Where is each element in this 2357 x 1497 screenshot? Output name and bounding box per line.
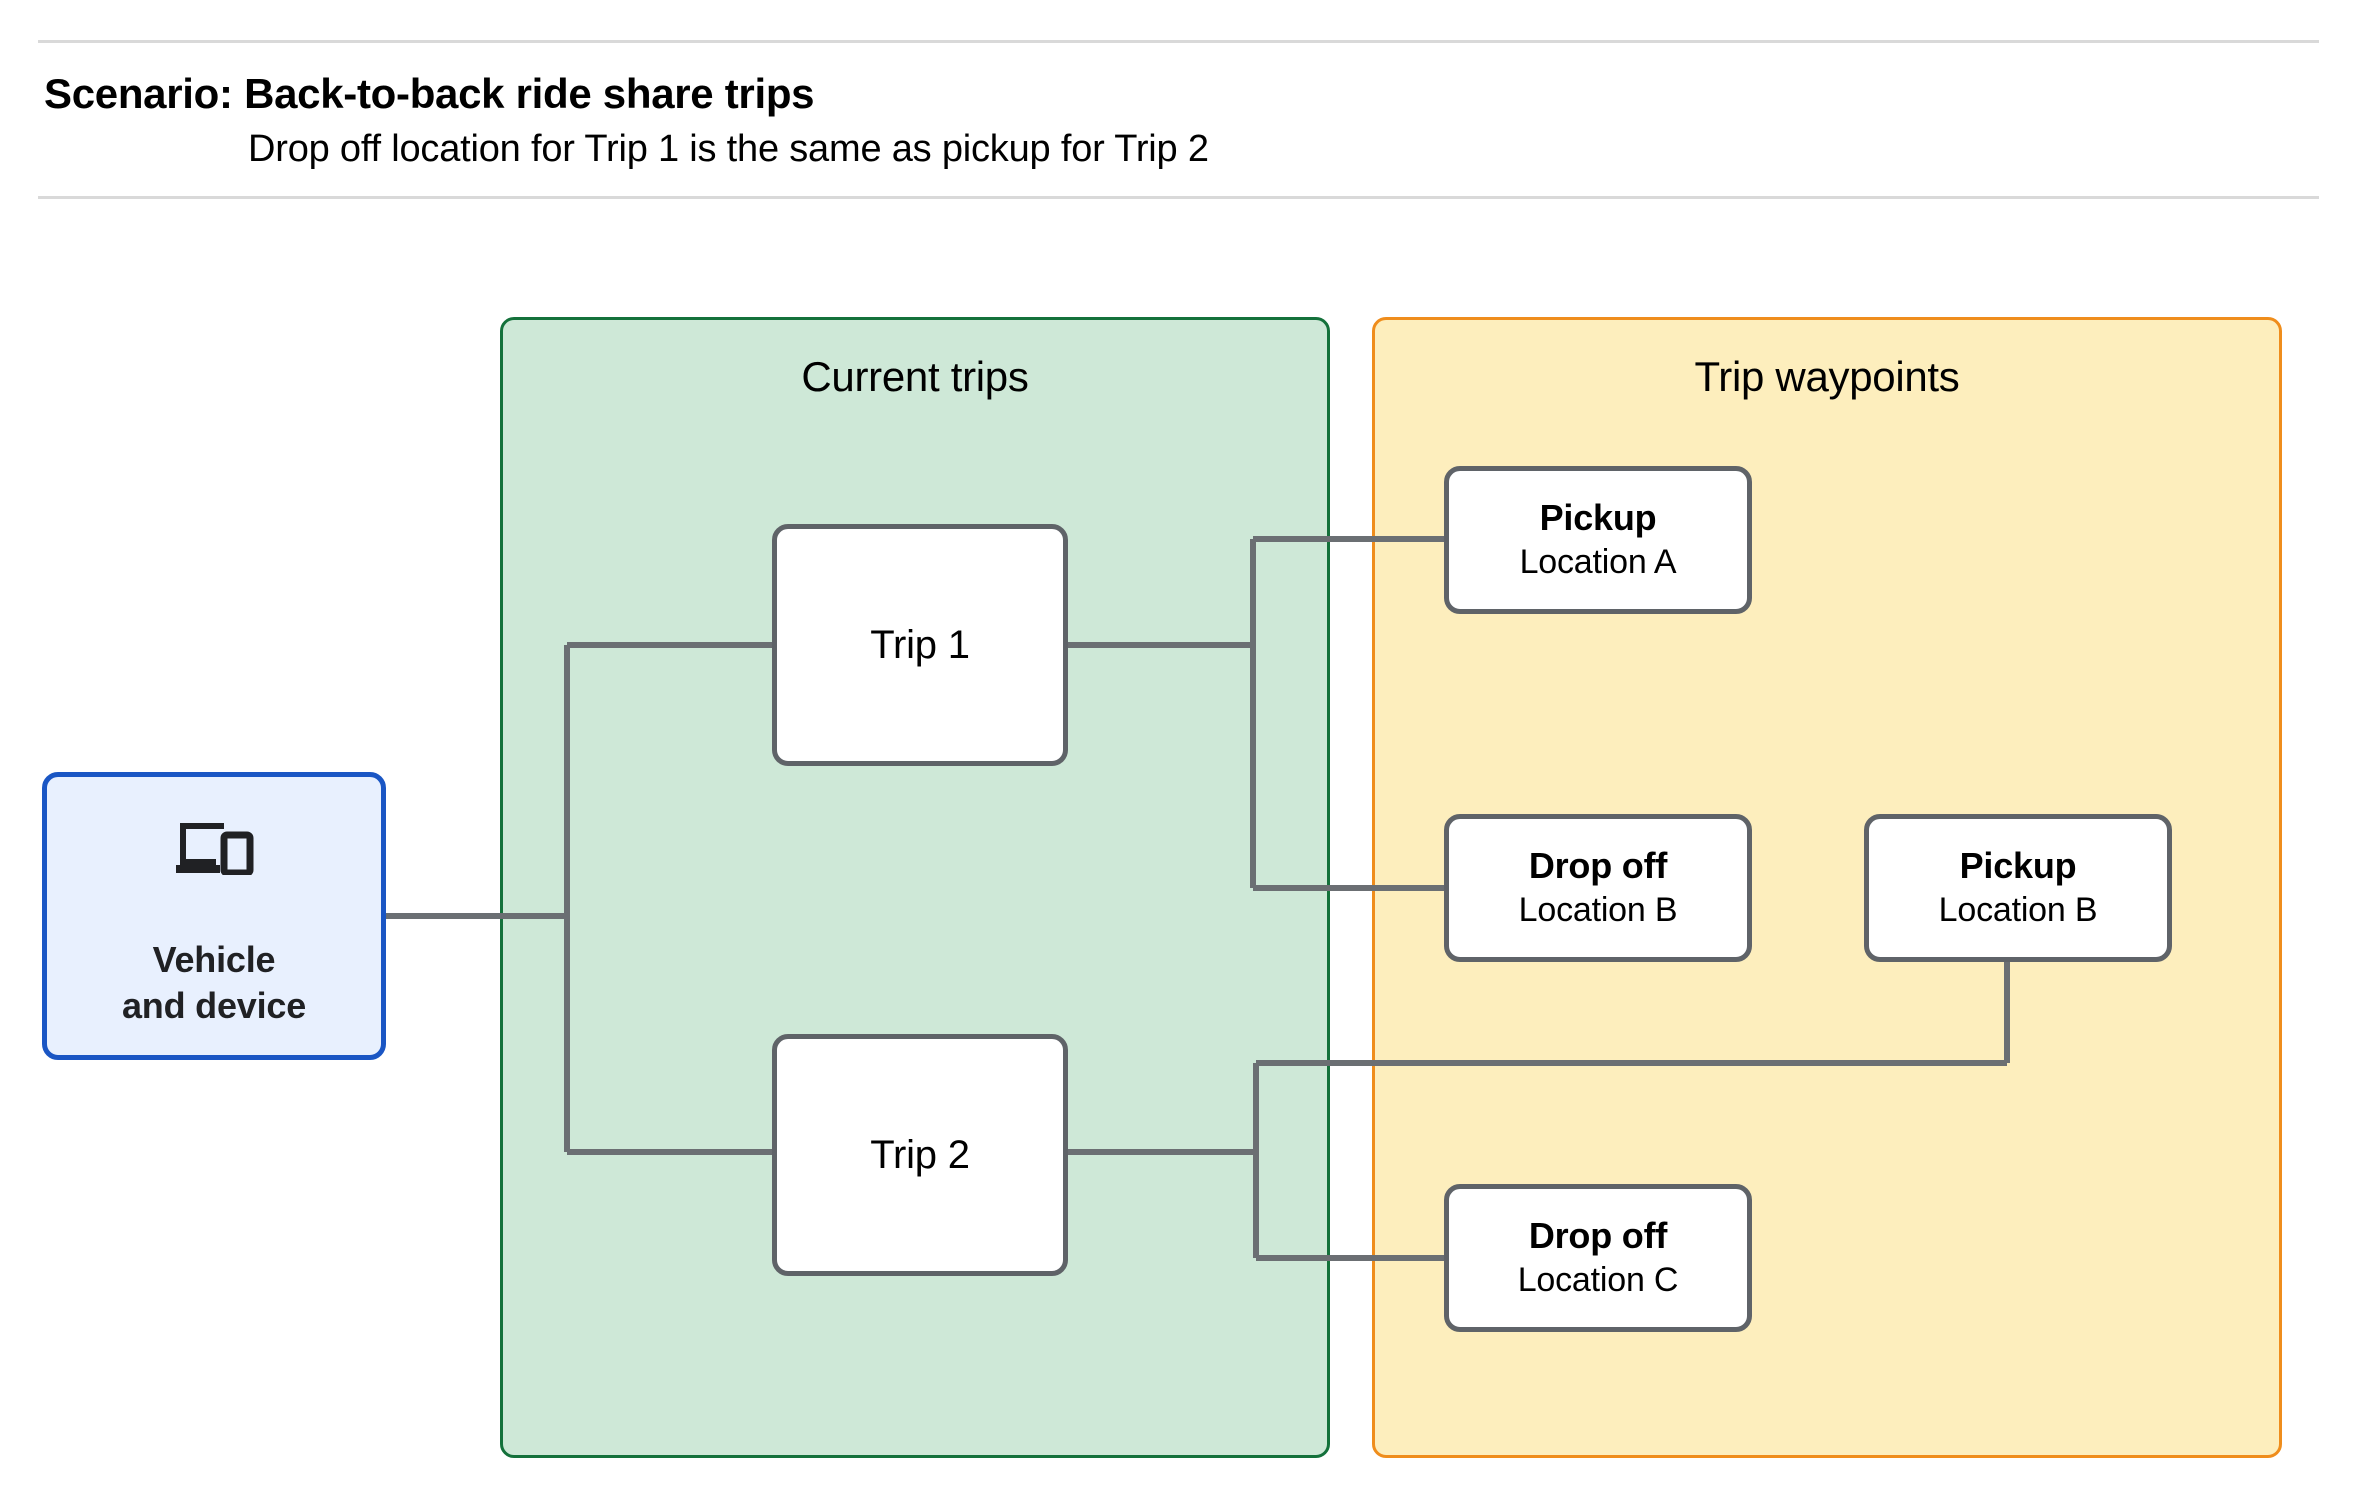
group-current-trips: Current trips bbox=[500, 317, 1330, 1458]
node-waypoint-dropoff-c[interactable]: Drop off Location C bbox=[1444, 1184, 1752, 1332]
node-trip-1-label: Trip 1 bbox=[870, 622, 970, 667]
page-title: Scenario: Back-to-back ride share trips bbox=[44, 70, 815, 117]
waypoint-type: Drop off bbox=[1528, 1214, 1668, 1256]
node-trip-2-label: Trip 2 bbox=[870, 1132, 970, 1177]
waypoint-location: Location C bbox=[1517, 1261, 1679, 1300]
node-waypoint-pickup-b[interactable]: Pickup Location B bbox=[1864, 814, 2172, 962]
group-current-trips-label: Current trips bbox=[801, 353, 1029, 400]
waypoint-type: Pickup bbox=[1959, 844, 2077, 886]
group-trip-waypoints-label: Trip waypoints bbox=[1694, 353, 1960, 400]
devices-icon bbox=[176, 823, 254, 875]
waypoint-type: Drop off bbox=[1528, 844, 1668, 886]
waypoint-location: Location A bbox=[1519, 543, 1677, 582]
page-subtitle: Drop off location for Trip 1 is the same… bbox=[248, 128, 1209, 170]
node-waypoint-pickup-a[interactable]: Pickup Location A bbox=[1444, 466, 1752, 614]
node-trip-2[interactable]: Trip 2 bbox=[772, 1034, 1068, 1276]
waypoint-type: Pickup bbox=[1539, 496, 1657, 538]
node-trip-1[interactable]: Trip 1 bbox=[772, 524, 1068, 766]
node-vehicle-and-device-label: Vehicle and device bbox=[121, 939, 307, 1027]
waypoint-location: Location B bbox=[1938, 891, 2098, 930]
waypoint-location: Location B bbox=[1518, 891, 1678, 930]
header-divider-top bbox=[38, 40, 2319, 43]
node-vehicle-and-device[interactable]: Vehicle and device bbox=[42, 772, 386, 1060]
header-divider-bottom bbox=[38, 196, 2319, 199]
node-waypoint-dropoff-b[interactable]: Drop off Location B bbox=[1444, 814, 1752, 962]
